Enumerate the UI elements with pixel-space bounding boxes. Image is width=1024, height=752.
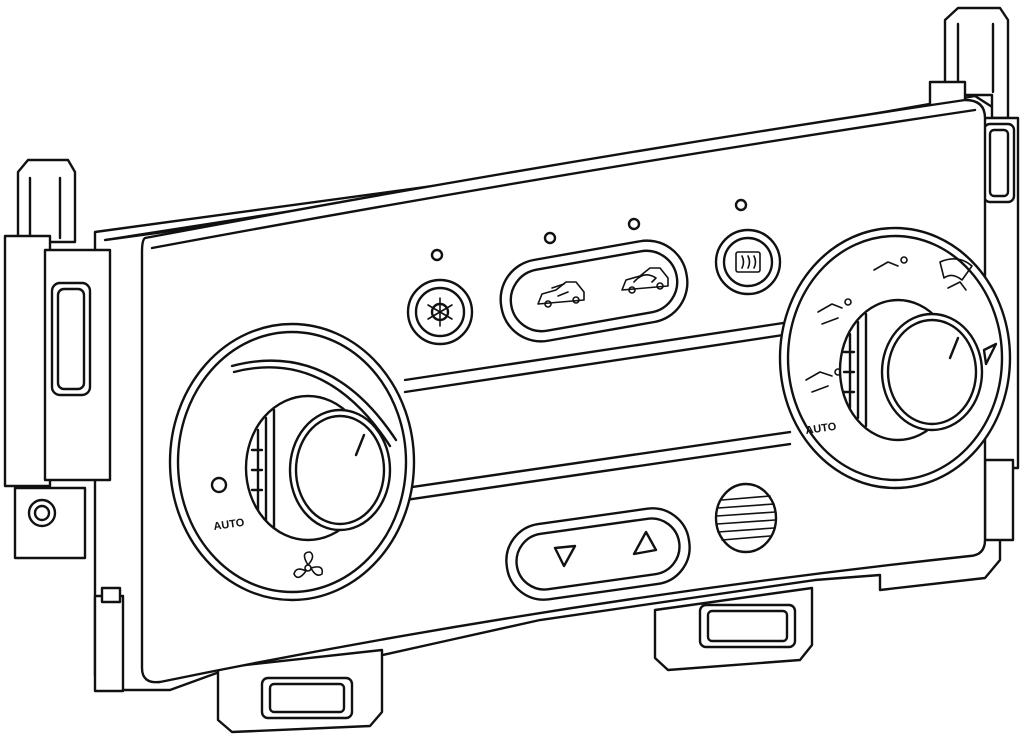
sensor-grille [714,482,778,554]
triangle-down-icon [553,544,577,568]
air-source-rocker [499,239,689,343]
temp-down-button[interactable] [553,544,577,568]
temperature-rocker [505,507,691,601]
indicator-leds [430,198,748,262]
fan-auto-indicator-led [210,476,228,494]
bottom-clips [216,586,814,734]
rear-defrost-button[interactable] [714,228,782,296]
fresh-air-indicator-led [543,231,557,245]
fan-speed-knob[interactable] [244,394,392,542]
windshield-defrost-icon [939,258,973,291]
ac-indicator-led [430,248,444,262]
snowflake-icon [427,297,453,327]
temp-up-button[interactable] [632,530,658,556]
fan-icon [293,551,324,579]
fresh-air-button[interactable] [537,281,585,308]
fresh-air-car-icon [537,281,585,308]
vent-bilevel-icon [817,298,852,325]
fan-knob-pointer [354,433,366,457]
recirculation-car-icon [621,267,669,294]
mode-pointer-triangle [982,342,998,366]
vent-face-icon [873,256,908,271]
mode-knob-pointer [948,336,960,360]
mode-selector-dial: AUTO [778,226,1012,490]
rear-defrost-icon [735,251,761,273]
mode-auto-label: AUTO [805,421,838,437]
mode-selector-knob[interactable] [838,298,984,442]
triangle-up-icon [632,530,658,556]
fan-speed-dial: AUTO [168,322,416,602]
left-mounting-clips [3,158,125,693]
rear-defrost-indicator-led [734,198,748,212]
ac-button[interactable] [406,278,474,346]
fan-auto-label: AUTO [213,517,246,533]
recirculation-button[interactable] [621,267,669,294]
recirculation-indicator-led [627,217,641,231]
